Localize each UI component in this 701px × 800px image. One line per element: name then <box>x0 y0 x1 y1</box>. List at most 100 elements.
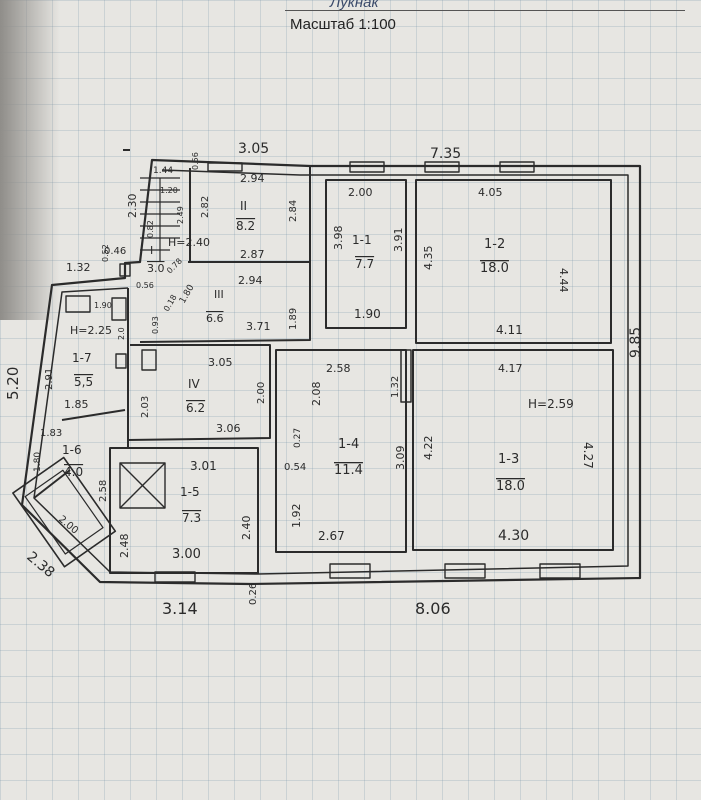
svg-text:4.05: 4.05 <box>478 186 503 199</box>
svg-text:0.27: 0.27 <box>293 428 303 448</box>
svg-text:0.18: 0.18 <box>162 293 179 313</box>
svg-text:0.78: 0.78 <box>165 256 184 275</box>
svg-text:H=2.25: H=2.25 <box>70 324 112 337</box>
dim-top-left: 3.05 <box>238 141 269 157</box>
dim-right: 9.85 <box>628 327 644 358</box>
interior-walls <box>12 149 614 574</box>
svg-text:4.22: 4.22 <box>422 436 435 461</box>
svg-text:2.00: 2.00 <box>56 514 80 537</box>
svg-text:2.58: 2.58 <box>326 362 351 375</box>
svg-text:2.03: 2.03 <box>140 396 151 418</box>
dim-bottom-small: 0.26 <box>248 583 259 605</box>
svg-text:1.85: 1.85 <box>64 398 89 411</box>
dim-top-right: 7.35 <box>430 146 461 162</box>
svg-text:1-4: 1-4 <box>338 437 359 452</box>
svg-text:3.09: 3.09 <box>394 446 407 471</box>
svg-text:III: III <box>214 288 224 301</box>
room-III: 2.94 III 6.6 1.80 1.89 3.71 0.93 0.18 <box>151 274 299 334</box>
svg-text:4.0: 4.0 <box>64 465 83 479</box>
room-1-1: 2.00 1-1 7.7 3.98 3.91 1.90 <box>332 186 405 321</box>
dim-052: 0.52 <box>101 244 110 262</box>
svg-text:2.67: 2.67 <box>318 529 345 543</box>
svg-text:8.2: 8.2 <box>236 219 255 233</box>
svg-text:1.80: 1.80 <box>178 283 197 306</box>
svg-text:5,5: 5,5 <box>74 375 93 389</box>
room-1-5: 3.01 1-5 7.3 2.48 2.40 3.00 <box>118 459 253 562</box>
svg-text:2.00: 2.00 <box>256 382 267 404</box>
svg-text:3.00: 3.00 <box>172 547 201 562</box>
header-line <box>285 10 685 11</box>
svg-text:H=2.59: H=2.59 <box>528 397 574 411</box>
fixtures <box>65 263 166 509</box>
svg-text:I: I <box>150 244 153 257</box>
svg-text:4.27: 4.27 <box>581 442 595 469</box>
svg-text:4.30: 4.30 <box>498 528 529 544</box>
svg-text:1.83: 1.83 <box>40 428 62 439</box>
svg-text:3.71: 3.71 <box>246 320 271 333</box>
room-IV: 3.05 IV 6.2 2.03 2.00 3.06 <box>140 356 267 435</box>
staircase <box>140 177 180 262</box>
svg-text:2.82: 2.82 <box>200 196 211 218</box>
svg-text:2.94: 2.94 <box>238 274 263 287</box>
svg-text:2.58: 2.58 <box>98 480 109 502</box>
svg-text:6.2: 6.2 <box>186 401 205 415</box>
svg-text:1.89: 1.89 <box>288 308 299 330</box>
svg-text:1.32: 1.32 <box>390 376 401 398</box>
svg-text:3.06: 3.06 <box>216 422 241 435</box>
svg-text:2.40: 2.40 <box>240 516 253 541</box>
svg-text:1-6: 1-6 <box>62 443 82 457</box>
svg-text:2.94: 2.94 <box>240 172 265 185</box>
svg-text:3.98: 3.98 <box>332 226 345 251</box>
svg-text:1-1: 1-1 <box>352 233 372 247</box>
svg-text:2.84: 2.84 <box>288 200 299 222</box>
dim-046: 0.46 <box>104 246 126 257</box>
svg-text:3.05: 3.05 <box>208 356 233 369</box>
svg-text:2.00: 2.00 <box>348 186 373 199</box>
room-1-2: 4.05 1-2 18.0 4.35 4.44 4.11 <box>422 186 570 337</box>
room-II: 2.94 II 8.2 2.82 2.84 2.87 0.56 <box>191 152 299 261</box>
dim-left: 5.20 <box>4 367 22 400</box>
svg-text:4.11: 4.11 <box>496 323 523 337</box>
dim-056: 0.56 <box>136 281 154 290</box>
svg-text:7.7: 7.7 <box>355 257 374 271</box>
svg-text:3.01: 3.01 <box>190 459 217 473</box>
svg-text:2.91: 2.91 <box>44 368 55 390</box>
dim-porch-w: 1.32 <box>66 261 91 274</box>
dim-stair-h: 2.30 <box>126 194 139 219</box>
scale-label: Масштаб 1:100 <box>290 16 396 33</box>
svg-text:11.4: 11.4 <box>334 463 363 478</box>
svg-text:7.3: 7.3 <box>182 511 201 525</box>
svg-text:0.82: 0.82 <box>146 220 155 238</box>
svg-text:2.0: 2.0 <box>117 327 126 340</box>
svg-text:4.35: 4.35 <box>422 246 435 271</box>
svg-text:4.44: 4.44 <box>557 268 570 293</box>
svg-text:IV: IV <box>188 377 201 391</box>
svg-text:1.90: 1.90 <box>354 307 381 321</box>
svg-text:2.48: 2.48 <box>118 534 131 559</box>
exterior-dimensions: 3.05 7.35 9.85 5.20 3.14 8.06 0.26 2.38 … <box>4 141 644 618</box>
svg-text:1.92: 1.92 <box>290 504 303 529</box>
dim-bottom-right: 8.06 <box>415 599 451 618</box>
dim-bottom-left: 3.14 <box>162 599 198 618</box>
svg-text:3.91: 3.91 <box>392 228 405 253</box>
svg-text:1-5: 1-5 <box>180 485 200 499</box>
room-1-4: 2.58 1-4 11.4 2.08 3.09 2.67 1.92 0.54 0… <box>284 362 407 543</box>
svg-text:6.6: 6.6 <box>206 312 224 325</box>
dim-stair-w: 1.44 <box>153 166 173 176</box>
svg-text:2.49: 2.49 <box>176 206 185 224</box>
svg-text:3.0: 3.0 <box>147 262 165 275</box>
svg-text:18.0: 18.0 <box>496 479 525 494</box>
svg-text:2.08: 2.08 <box>310 382 323 407</box>
svg-text:4.17: 4.17 <box>498 362 523 375</box>
svg-text:II: II <box>240 199 247 213</box>
svg-text:18.0: 18.0 <box>480 261 509 276</box>
svg-text:H=2.40: H=2.40 <box>168 236 210 249</box>
svg-text:1.80: 1.80 <box>33 452 43 472</box>
svg-text:1-7: 1-7 <box>72 351 92 365</box>
windows <box>154 161 581 583</box>
room-1-3: 4.17 H=2.59 1-3 18.0 4.22 4.27 4.30 <box>422 362 595 544</box>
svg-text:1.20: 1.20 <box>160 186 178 195</box>
svg-text:1.90: 1.90 <box>94 301 112 310</box>
